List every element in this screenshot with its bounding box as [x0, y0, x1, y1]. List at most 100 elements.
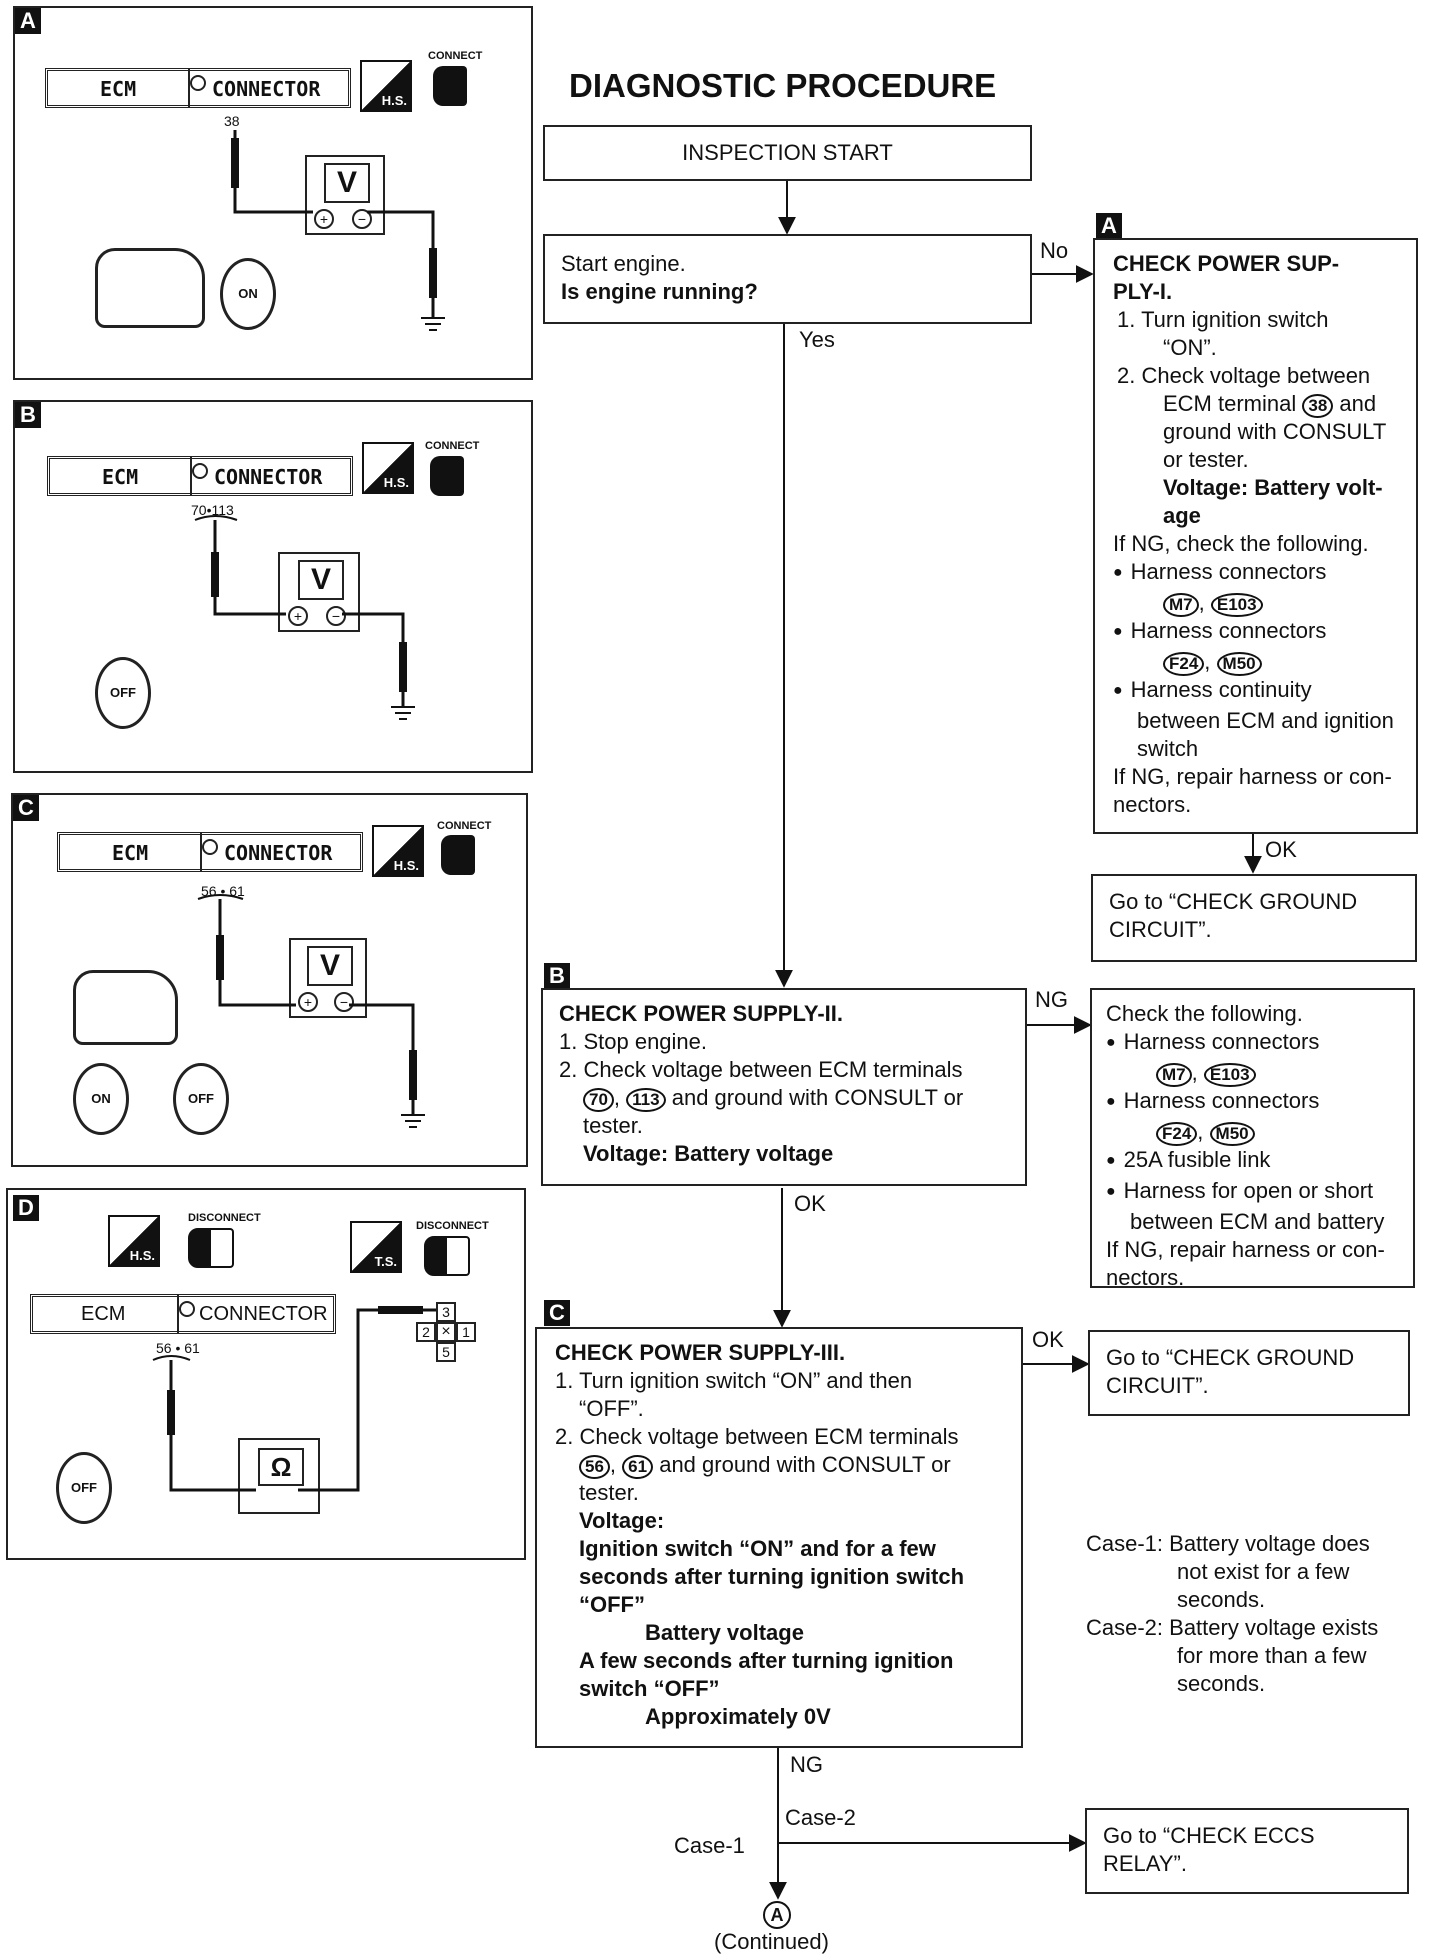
connect-label-a: CONNECT: [428, 50, 483, 62]
inspection-start-box: INSPECTION START: [543, 125, 1032, 181]
ecm-connector-a: ECM CONNECTOR: [45, 68, 351, 108]
step-c-v5: A few seconds after turning ignition: [579, 1648, 954, 1673]
ok-label-b: OK: [794, 1191, 826, 1216]
cf-b1-refs: M7, E103: [1106, 1059, 1413, 1087]
connect-icon-b: [430, 456, 464, 496]
step-b-s2b-text: and ground with CONSULT or: [671, 1085, 964, 1110]
step-c-s1b: “OFF”.: [579, 1396, 644, 1421]
relay-pin-1: 1: [456, 1322, 476, 1342]
step-a-ng3: nectors.: [1113, 792, 1192, 817]
harness-side-icon-b: H.S.: [362, 442, 414, 494]
step-c-v4: Battery voltage: [645, 1620, 804, 1645]
step-a-b3c: switch: [1137, 736, 1199, 761]
terminal-38-ref: 38: [1302, 394, 1334, 418]
case1-c: seconds.: [1177, 1587, 1266, 1612]
step-b-heading: CHECK POWER SUPPLY-II.: [559, 1001, 844, 1026]
step-c-s1a: 1. Turn ignition switch “ON” and then: [555, 1368, 913, 1393]
case2-a: Case-2: Battery voltage exists: [1086, 1615, 1379, 1640]
goto-ground-1-l2: CIRCUIT”.: [1109, 917, 1212, 942]
connector-ref-f24: F24: [1163, 652, 1205, 676]
step-b-voltage: Voltage: Battery voltage: [583, 1141, 834, 1166]
step-c-s2c: tester.: [579, 1480, 639, 1505]
connector-ref-e103: E103: [1203, 1063, 1256, 1087]
relay-cross: ×: [436, 1322, 456, 1342]
step-a-s1a: 1. Turn ignition switch: [1117, 307, 1329, 332]
cf-l0: Check the following.: [1106, 1001, 1303, 1026]
panel-b-tag: B: [15, 402, 41, 428]
voltmeter-v-label-c: V: [307, 946, 353, 986]
engine-icon-a: [95, 248, 205, 328]
connector-ref-e103: E103: [1210, 593, 1263, 617]
goto-ground-2-l2: CIRCUIT”.: [1106, 1373, 1209, 1398]
step-a-b2: Harness connectors: [1113, 617, 1416, 648]
continued-label: (Continued): [714, 1929, 829, 1954]
ignition-key-icon-b: OFF: [95, 657, 151, 729]
hs-label-c: H.S.: [393, 858, 419, 873]
ignition-key-icon-a: ON: [220, 258, 276, 330]
pin-label-d: 56 • 61: [156, 1340, 200, 1356]
step-c-v6: switch “OFF”: [579, 1676, 720, 1701]
connect-icon-a: [433, 66, 467, 106]
step-c-s2a: 2. Check voltage between ECM terminals: [555, 1424, 959, 1449]
goto-eccs-l2: RELAY”.: [1103, 1851, 1187, 1876]
probe-wires-a: [231, 130, 445, 331]
goto-ground-2-l1: Go to “CHECK GROUND: [1106, 1345, 1355, 1370]
case2-b: for more than a few: [1177, 1643, 1367, 1668]
disconnect-icon-1-d: [188, 1228, 234, 1268]
connector-ref-m7: M7: [1163, 593, 1199, 617]
voltmeter-c: V + −: [289, 938, 367, 1018]
ok-label-c: OK: [1032, 1327, 1064, 1352]
goto-eccs-l1: Go to “CHECK ECCS: [1103, 1823, 1315, 1848]
probe-wires-d: [152, 1306, 436, 1492]
panel-c-tag: C: [13, 795, 39, 821]
step-a-s2d: or tester.: [1163, 447, 1249, 472]
cf-ng2: nectors.: [1106, 1265, 1185, 1290]
pin-label-b: 70•113: [191, 502, 234, 518]
step-a-b1-refs: M7, E103: [1113, 589, 1416, 617]
step-a-b2-refs: F24, M50: [1113, 648, 1416, 676]
harness-side-icon-d: H.S.: [108, 1215, 160, 1267]
connector-label-b: CONNECTOR: [214, 465, 323, 489]
cf-b3: 25A fusible link: [1106, 1146, 1413, 1177]
step-a-b3b: between ECM and ignition: [1137, 708, 1394, 733]
q1-line2: Is engine running?: [561, 279, 758, 304]
step-c-v0: Voltage:: [579, 1508, 665, 1533]
terminal-61-ref: 61: [622, 1455, 654, 1479]
minus-terminal-b: −: [326, 606, 346, 626]
hs-label-a: H.S.: [381, 93, 407, 108]
relay-pin-2: 2: [416, 1322, 436, 1342]
ecm-label-b: ECM: [102, 465, 139, 489]
ts-label-d: T.S.: [374, 1254, 397, 1269]
step-a-b3a: Harness continuity: [1113, 676, 1416, 707]
engine-icon-c: [73, 970, 178, 1045]
case1-label: Case-1: [674, 1833, 745, 1858]
relay-pin-5: 5: [436, 1342, 456, 1362]
check-power-supply-2-box: CHECK POWER SUPPLY-II. 1. Stop engine. 2…: [541, 988, 1027, 1186]
ok-label-a: OK: [1265, 837, 1297, 862]
ecm-label-c: ECM: [112, 841, 149, 865]
connector-label-c: CONNECTOR: [224, 841, 333, 865]
connector-divider-a: [188, 68, 190, 108]
diagram-panel-d: D H.S. DISCONNECT T.S. DISCONNECT ECM CO…: [6, 1188, 526, 1560]
step-a-s1b: “ON”.: [1163, 335, 1217, 360]
terminal-70-ref: 70: [583, 1088, 614, 1112]
connector-latch-a: [190, 75, 206, 91]
step-a-b1: Harness connectors: [1113, 558, 1416, 589]
goto-ground-circuit-box-2: Go to “CHECK GROUND CIRCUIT”.: [1088, 1330, 1410, 1416]
connector-latch-b: [192, 463, 208, 479]
step-a-heading1: CHECK POWER SUP-: [1113, 251, 1340, 276]
ecm-label-a: ECM: [100, 77, 137, 101]
step-a-v1: Voltage: Battery volt-: [1163, 475, 1383, 500]
harness-side-icon-a: H.S.: [360, 60, 412, 112]
connect-icon-c: [441, 835, 475, 875]
cf-b4a: Harness for open or short: [1106, 1177, 1413, 1208]
ecm-label-d: ECM: [81, 1303, 126, 1325]
connector-ref-m50: M50: [1216, 652, 1262, 676]
ignition-key-icon-d: OFF: [56, 1452, 112, 1524]
cf-b4b: between ECM and battery: [1130, 1209, 1385, 1234]
hs-label-b: H.S.: [383, 475, 409, 490]
ohmmeter-label-d: Ω: [258, 1448, 304, 1486]
step-a-heading2: PLY-I.: [1113, 279, 1173, 304]
case2-label: Case-2: [785, 1805, 856, 1830]
